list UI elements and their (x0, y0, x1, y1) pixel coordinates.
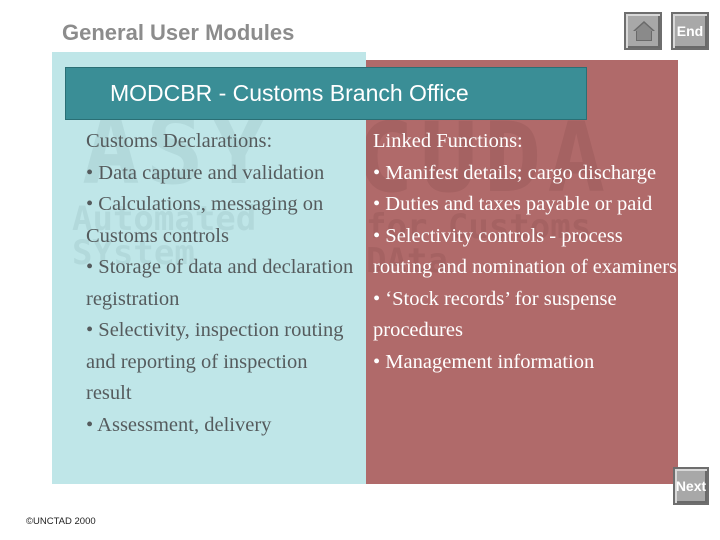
end-button[interactable]: End (671, 12, 709, 50)
left-panel: ASY Automated SYstem (52, 52, 366, 484)
copyright-text: ©UNCTAD 2000 (26, 516, 96, 527)
home-button[interactable] (624, 12, 662, 50)
list-item: • Management information (373, 350, 595, 373)
list-item: • Selectivity controls - process routing… (373, 224, 678, 279)
next-button[interactable]: Next (673, 467, 709, 505)
slide-title-banner: MODCBR - Customs Branch Office (65, 67, 587, 120)
list-item: • Storage of data and declaration regist… (86, 256, 354, 310)
list-item: • Manifest details; cargo discharge (373, 161, 657, 184)
right-heading: Linked Functions: (373, 130, 523, 152)
home-icon (633, 21, 655, 41)
list-item: • ‘Stock records’ for suspense procedure… (373, 287, 617, 342)
background-watermark: CUDA for Customs DAta (366, 102, 612, 281)
page-title: General User Modules (62, 20, 295, 45)
list-item: • Calculations, messaging on Customs con… (86, 193, 324, 247)
slide-title: MODCBR - Customs Branch Office (110, 80, 469, 106)
right-column: Linked Functions: • Manifest details; ca… (373, 126, 678, 378)
list-item: • Assessment, delivery (86, 413, 272, 436)
list-item: • Selectivity, inspection routing and re… (86, 319, 344, 404)
list-item: • Duties and taxes payable or paid (373, 193, 653, 215)
left-column: Customs Declarations: • Data capture and… (86, 126, 356, 441)
right-panel: CUDA for Customs DAta (366, 60, 678, 484)
left-heading: Customs Declarations: (86, 130, 273, 152)
background-watermark: ASY Automated SYstem (72, 94, 274, 273)
list-item: • Data capture and validation (86, 161, 325, 184)
